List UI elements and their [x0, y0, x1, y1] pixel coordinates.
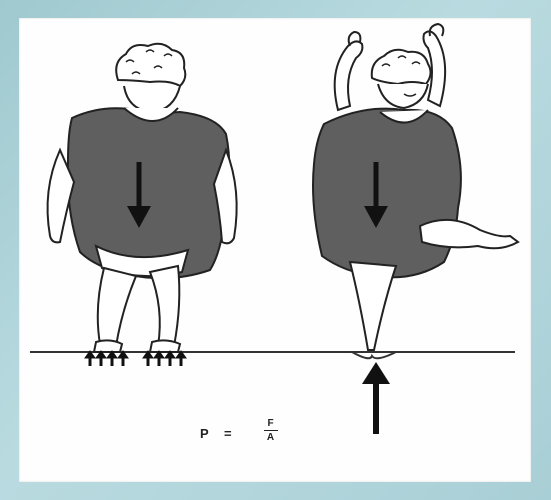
standing-figure: [48, 44, 237, 352]
formula-denominator: A: [267, 432, 275, 443]
fraction-bar: [264, 430, 278, 431]
formula-lhs: P: [200, 426, 210, 441]
concentrated-force-arrow: [362, 362, 390, 434]
formula-numerator: F: [267, 418, 274, 429]
formula-equals: =: [224, 426, 233, 441]
distributed-force-arrows: [85, 351, 186, 366]
formula-fraction: F A: [264, 418, 278, 443]
tiptoe-figure: [313, 24, 518, 358]
